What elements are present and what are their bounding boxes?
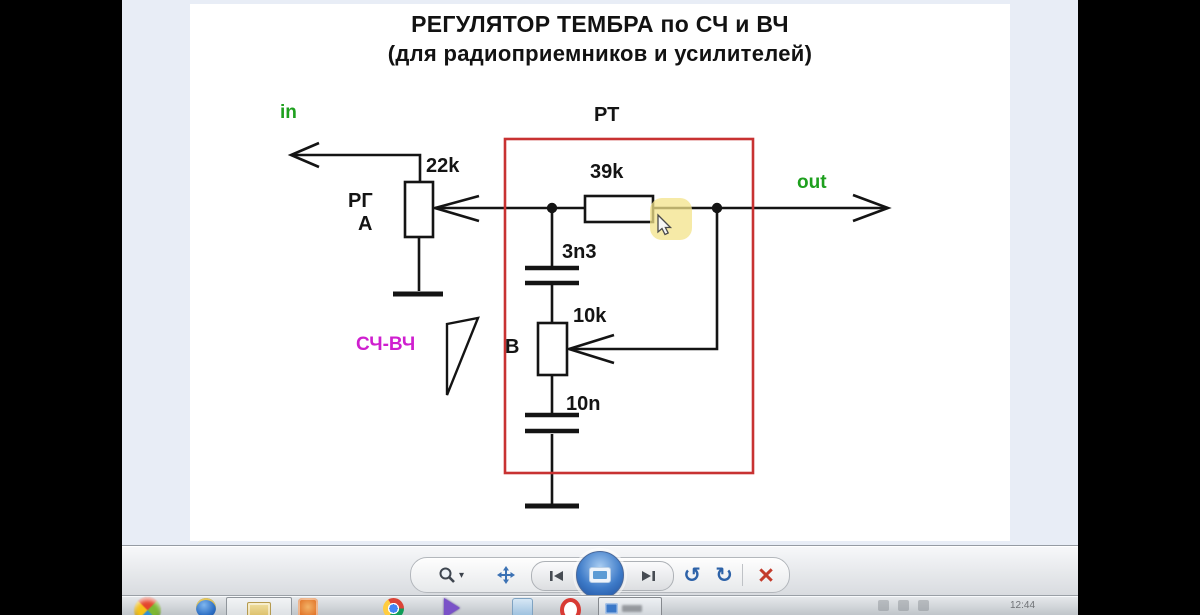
zoom-button[interactable]: ▾ [429, 558, 473, 592]
next-icon [642, 571, 655, 581]
output-arrowhead [852, 193, 892, 223]
tray-icon-3[interactable] [918, 600, 929, 611]
zoom-dropdown-icon[interactable]: ▾ [458, 569, 465, 581]
taskbar-clock[interactable]: 12:44 [1010, 600, 1036, 611]
taskbar-active-window-button[interactable] [598, 597, 662, 615]
viewer-toolbar: ▾ [410, 551, 790, 599]
label-39k: 39k [590, 161, 624, 183]
tray-icon-2[interactable] [898, 600, 909, 611]
label-10k: 10k [573, 305, 607, 327]
label-out: out [797, 172, 827, 193]
tray-icon-1[interactable] [878, 600, 889, 611]
label-pot-b: B [505, 336, 520, 358]
active-window-title-smudge [622, 604, 642, 612]
input-wire [291, 153, 422, 182]
taskbar-orange-app-icon[interactable] [298, 598, 318, 615]
fit-to-window-button[interactable] [491, 558, 521, 592]
previous-icon [550, 571, 563, 581]
schematic-drawing [287, 137, 892, 509]
input-arrowhead [287, 141, 320, 169]
taskbar-opera-icon[interactable] [560, 598, 581, 615]
schematic-title-line1: РЕГУЛЯТОР ТЕМБРА по СЧ и ВЧ [411, 11, 789, 37]
fit-to-window-icon [497, 566, 515, 584]
label-pt-block: РТ [594, 104, 620, 126]
rotate-counterclockwise-button[interactable]: ↺ [683, 563, 701, 587]
label-10n: 10n [566, 393, 601, 415]
active-window-icon [605, 602, 618, 614]
previous-button[interactable] [540, 562, 574, 590]
resistor-39k-body [583, 194, 655, 224]
pot-a-body [403, 180, 435, 239]
slideshow-icon [589, 567, 611, 583]
play-slideshow-button[interactable] [576, 551, 624, 599]
schematic-photo[interactable]: РЕГУЛЯТОР ТЕМБРА по СЧ и ВЧ (для радиопр… [190, 4, 1010, 541]
pot-b-body [536, 321, 569, 377]
taskbar-chrome-icon[interactable] [383, 598, 404, 615]
toolbar-separator [742, 564, 743, 586]
taskbar: 12:44 [122, 595, 1078, 615]
label-pot-a-rg: РГ [348, 190, 373, 212]
taskbar-media-player-icon[interactable] [444, 598, 460, 615]
label-22k: 22k [426, 155, 460, 177]
junction-dot-2 [711, 202, 723, 214]
taskbar-open-app-button[interactable] [226, 597, 292, 615]
tone-block-outline [503, 137, 755, 475]
viewer-bottom-bar: ▾ [122, 545, 1078, 599]
taskbar-internet-explorer-icon[interactable] [196, 598, 216, 615]
label-sch-vch: СЧ-ВЧ [356, 334, 416, 355]
cap2-plates [525, 412, 579, 434]
start-button[interactable] [134, 597, 161, 615]
mouse-cursor-icon [657, 213, 673, 236]
junction-dot-1 [546, 202, 558, 214]
system-tray [878, 600, 929, 611]
label-3n3: 3n3 [562, 241, 597, 263]
next-button[interactable] [631, 562, 665, 590]
photo-viewer-window: РЕГУЛЯТОР ТЕМБРА по СЧ и ВЧ (для радиопр… [122, 0, 1078, 615]
control-wedge-icon [445, 316, 480, 396]
schematic-title-line2: (для радиоприемников и усилителей) [387, 41, 813, 66]
label-pot-a-a: А [358, 213, 373, 235]
delete-button[interactable]: × [758, 560, 774, 590]
photo-viewer-icon [247, 601, 271, 615]
label-in: in [280, 102, 297, 123]
rotate-clockwise-button[interactable]: ↻ [715, 563, 733, 587]
marker-highlight [650, 198, 692, 240]
magnifier-icon [439, 567, 455, 583]
feedback-wire [569, 208, 719, 351]
cap1-plates [525, 265, 579, 286]
taskbar-window-app-icon[interactable] [512, 598, 533, 615]
